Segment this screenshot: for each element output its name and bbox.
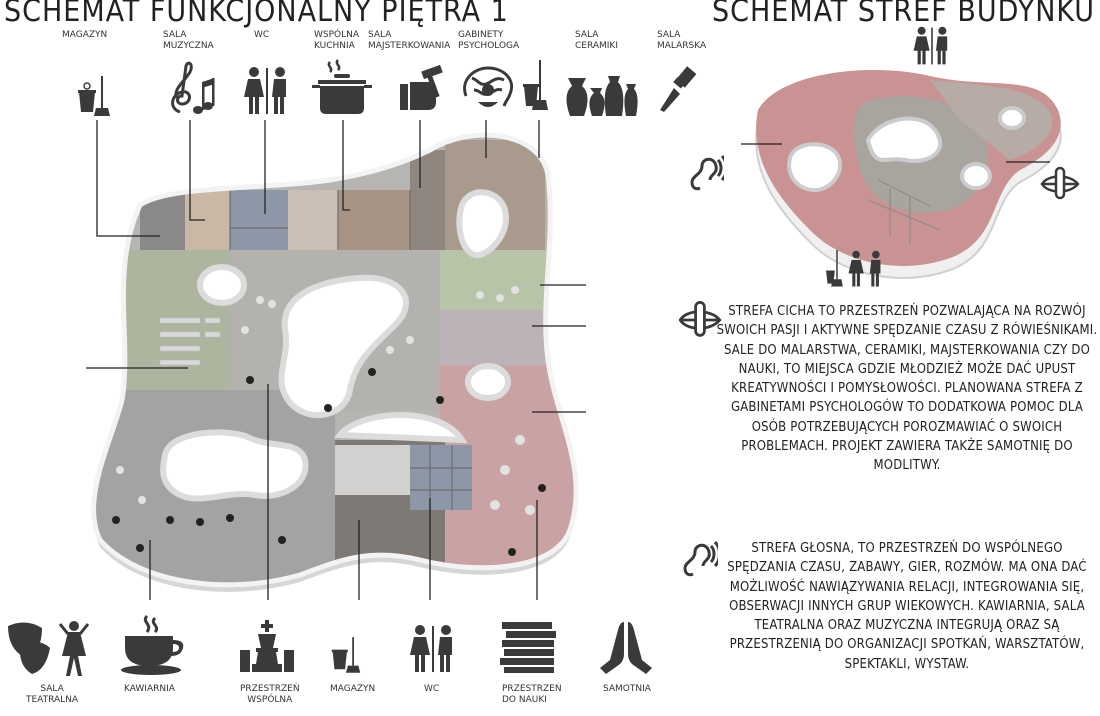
zones-3d-diagram xyxy=(736,56,1076,286)
label-magazyn-bottom: MAGAZYN xyxy=(330,684,376,694)
chess-king-icon xyxy=(238,620,296,676)
label-sala-ceramiki: SALA CERAMIKI xyxy=(575,30,618,51)
wc-people-icon xyxy=(846,250,886,288)
label-magazyn-top: MAGAZYN xyxy=(62,30,108,40)
label-przestrzen-do-nauki: PRZESTRZEŃ DO NAUKI xyxy=(502,684,562,705)
label-sala-teatralna: SALA TEATRALNA xyxy=(26,684,79,705)
quiet-finger-lips-icon xyxy=(1040,166,1080,202)
label-sala-muzyczna: SALA MUZYCZNA xyxy=(163,30,214,51)
ear-icon xyxy=(686,150,724,194)
label-samotnia: SAMOTNIA xyxy=(603,684,651,694)
wc-people-icon xyxy=(242,66,292,116)
wc-people-icon xyxy=(408,624,458,674)
book-stack-icon xyxy=(500,620,558,674)
broom-bucket-icon xyxy=(330,634,362,676)
left-title: SCHEMAT FUNKCJONALNY PIĘTRA 1 xyxy=(4,0,509,29)
loud-zone-description: STREFA GŁOSNA, TO PRZESTRZEŃ DO WSPÓLNEG… xyxy=(727,541,1087,672)
hammer-hand-icon xyxy=(396,64,446,114)
right-title: SCHEMAT STREF BUDYNKU xyxy=(712,0,1096,29)
ear-icon xyxy=(678,536,718,580)
brain-head-icon xyxy=(460,66,516,114)
coffee-cup-icon xyxy=(121,614,185,676)
label-kawiarnia: KAWIARNIA xyxy=(124,684,175,694)
music-notes-icon xyxy=(166,58,216,118)
label-wspolna-kuchnia: WSPÓLNA KUCHNIA xyxy=(314,30,360,51)
label-sala-malarska: SALA MALARSKA xyxy=(657,30,707,51)
floor-plan-diagram xyxy=(86,120,586,600)
label-sala-majsterkowania: SALA MAJSTERKOWANIA xyxy=(368,30,451,51)
praying-hands-icon xyxy=(598,620,654,676)
label-gabinety-psychologa: GABINETY PSYCHOLOGA xyxy=(458,30,520,51)
label-wc-top: WC xyxy=(254,30,270,40)
paint-brush-icon xyxy=(656,66,700,114)
quiet-zone-description: STREFA CICHA TO PRZESTRZEŃ POZWALAJĄCA N… xyxy=(716,304,1098,474)
ceramics-vases-icon xyxy=(566,74,640,118)
broom-bucket-icon xyxy=(522,60,552,112)
broom-bucket-icon xyxy=(76,74,112,118)
label-wc-bottom: WC xyxy=(424,684,440,694)
theatre-masks-icon xyxy=(6,620,90,678)
quiet-finger-lips-icon xyxy=(678,300,722,340)
broom-bucket-icon xyxy=(826,250,848,288)
cooking-pot-icon xyxy=(312,58,372,116)
label-przestrzen-wspolna: PRZESTRZEŃ WSPÓLNA xyxy=(240,684,300,705)
wc-people-icon xyxy=(912,26,952,66)
